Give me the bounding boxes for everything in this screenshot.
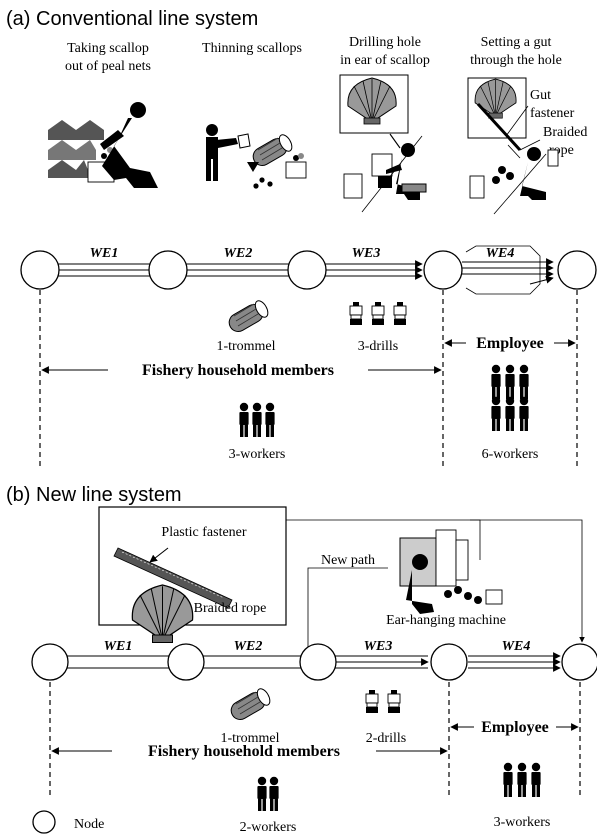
- task-1-label-line2: out of peal nets: [65, 59, 151, 74]
- worker-icons-b-employee: [503, 762, 541, 797]
- employee-label-b: Employee: [481, 719, 549, 736]
- node-a3: [287, 250, 327, 290]
- section-b-title: (b) New line system: [6, 484, 182, 506]
- household-label-a: Fishery household members: [142, 362, 334, 379]
- task-3-illustration: [339, 74, 427, 213]
- gut-fastener-label-line2: fastener: [530, 106, 575, 121]
- ear-hanging-machine-illustration: [399, 529, 503, 614]
- braided-rope-label-line1: Braided: [543, 125, 587, 140]
- node-b5: [561, 643, 597, 681]
- gut-fastener-label-line1: Gut: [530, 88, 551, 103]
- trommel-icon-a: [225, 298, 271, 336]
- flow-line-a: [20, 245, 597, 295]
- braided-rope-label-b: Braided rope: [194, 601, 267, 616]
- legend-node-label: Node: [74, 817, 104, 832]
- legend-node-icon: [32, 810, 56, 834]
- flow-line-b: [31, 643, 597, 681]
- workers-label-b-employee: 3-workers: [494, 815, 551, 830]
- trommel-label-a: 1-trommel: [216, 339, 275, 354]
- new-path-label: New path: [321, 553, 375, 568]
- we1-label-b: WE1: [104, 639, 133, 654]
- task-3-label-line1: Drilling hole: [349, 35, 421, 50]
- workers-label-a-household: 3-workers: [229, 447, 286, 462]
- task-4-label-line1: Setting a gut: [481, 35, 552, 50]
- we3-label-b: WE3: [364, 639, 393, 654]
- machine-label: Ear-hanging machine: [386, 613, 506, 628]
- task-1-label-line1: Taking scallop: [67, 41, 149, 56]
- plastic-fastener-label: Plastic fastener: [161, 525, 246, 540]
- we1-label-a: WE1: [90, 246, 119, 261]
- workers-label-a-employee: 6-workers: [482, 447, 539, 462]
- drills-label-b: 2-drills: [366, 731, 406, 746]
- task-1-illustration: [48, 102, 158, 188]
- employee-label-a: Employee: [476, 335, 544, 352]
- section-a-title: (a) Conventional line system: [6, 8, 258, 30]
- workers-label-b-household: 2-workers: [240, 820, 297, 835]
- node-a4: [423, 250, 463, 290]
- trommel-icon-b: [227, 686, 273, 724]
- task-4-label-line2: through the hole: [470, 53, 562, 68]
- task-2-illustration: [206, 124, 307, 189]
- we3-label-a: WE3: [352, 246, 381, 261]
- worker-icons-a-employee: [491, 364, 529, 431]
- task-2-label: Thinning scallops: [202, 41, 302, 56]
- drill-icons-a: [349, 301, 407, 326]
- node-b3: [299, 643, 337, 681]
- node-a2: [148, 250, 188, 290]
- drill-icons-b: [365, 689, 401, 714]
- we4-label-a: WE4: [486, 246, 515, 261]
- worker-icons-b-household: [257, 776, 279, 811]
- we2-label-b: WE2: [234, 639, 263, 654]
- trommel-label-b: 1-trommel: [220, 731, 279, 746]
- fastener-inset: Plastic fastener Braided rope: [98, 506, 287, 644]
- we2-label-a: WE2: [224, 246, 253, 261]
- we4-label-b: WE4: [502, 639, 531, 654]
- worker-icons-a-household: [239, 402, 275, 437]
- node-b4: [430, 643, 468, 681]
- node-b2: [167, 643, 205, 681]
- task-3-label-line2: in ear of scallop: [340, 53, 430, 68]
- node-b1: [31, 643, 69, 681]
- household-label-b: Fishery household members: [148, 743, 340, 760]
- drills-label-a: 3-drills: [358, 339, 398, 354]
- task-4-illustration: Gut fastener Braided rope: [467, 77, 587, 215]
- node-a1: [20, 250, 60, 290]
- node-a5: [557, 250, 597, 290]
